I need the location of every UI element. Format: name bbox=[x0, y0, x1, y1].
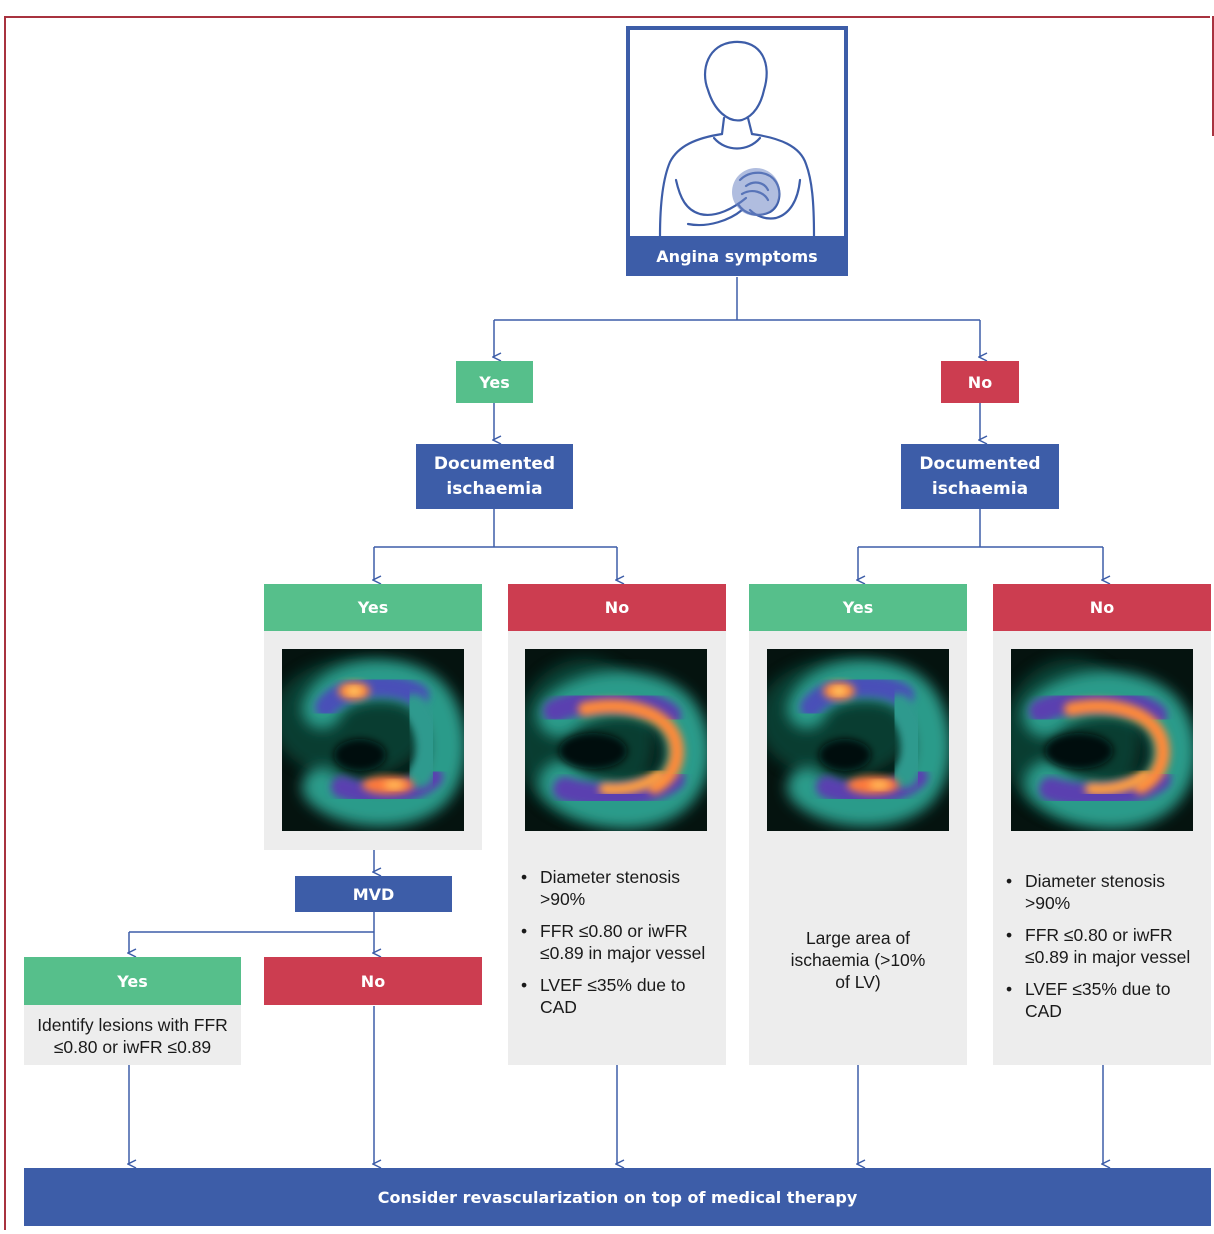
right-ischaemia-yes-header: Yes bbox=[749, 584, 967, 631]
perfusion-scan-normal-image-2 bbox=[1011, 649, 1193, 831]
chest-pain-person-icon bbox=[658, 40, 816, 238]
right-ischaemia-no-header: No bbox=[993, 584, 1211, 631]
mvd-yes-header: Yes bbox=[24, 957, 241, 1005]
criteria-item: LVEF ≤35% due to CAD bbox=[510, 974, 718, 1018]
criteria-item: FFR ≤0.80 or iwFR ≤0.89 in major vessel bbox=[995, 924, 1203, 968]
criteria-item: FFR ≤0.80 or iwFR ≤0.89 in major vessel bbox=[510, 920, 718, 964]
right-no-criteria-list: Diameter stenosis >90% FFR ≤0.80 or iwFR… bbox=[995, 870, 1209, 1032]
criteria-item: Diameter stenosis >90% bbox=[510, 866, 718, 910]
criteria-item: Diameter stenosis >90% bbox=[995, 870, 1203, 914]
right-documented-ischaemia: Documented ischaemia bbox=[901, 444, 1059, 509]
angina-no-label: No bbox=[941, 361, 1019, 403]
left-ischaemia-yes-header: Yes bbox=[264, 584, 482, 631]
left-no-criteria-list: Diameter stenosis >90% FFR ≤0.80 or iwFR… bbox=[510, 866, 724, 1028]
angina-symptoms-label: Angina symptoms bbox=[626, 236, 848, 276]
criteria-item: LVEF ≤35% due to CAD bbox=[995, 978, 1203, 1022]
mvd-yes-panel bbox=[24, 1005, 241, 1065]
outer-frame-right-edge bbox=[1212, 16, 1214, 136]
perfusion-scan-normal-image bbox=[525, 649, 707, 831]
angina-yes-label: Yes bbox=[456, 361, 533, 403]
outer-frame bbox=[4, 16, 1210, 1230]
large-ischaemia-text: Large area of ischaemia (>10% of LV) bbox=[790, 928, 926, 992]
perfusion-scan-defect-image-2 bbox=[767, 649, 949, 831]
mvd-box: MVD bbox=[295, 876, 452, 912]
revascularization-bar: Consider revascularization on top of med… bbox=[24, 1168, 1211, 1226]
mvd-no-header: No bbox=[264, 957, 482, 1005]
left-documented-ischaemia: Documented ischaemia bbox=[416, 444, 573, 509]
identify-lesions-text: Identify lesions with FFR ≤0.80 or iwFR … bbox=[37, 1015, 228, 1057]
left-ischaemia-no-header: No bbox=[508, 584, 726, 631]
perfusion-scan-defect-image bbox=[282, 649, 464, 831]
